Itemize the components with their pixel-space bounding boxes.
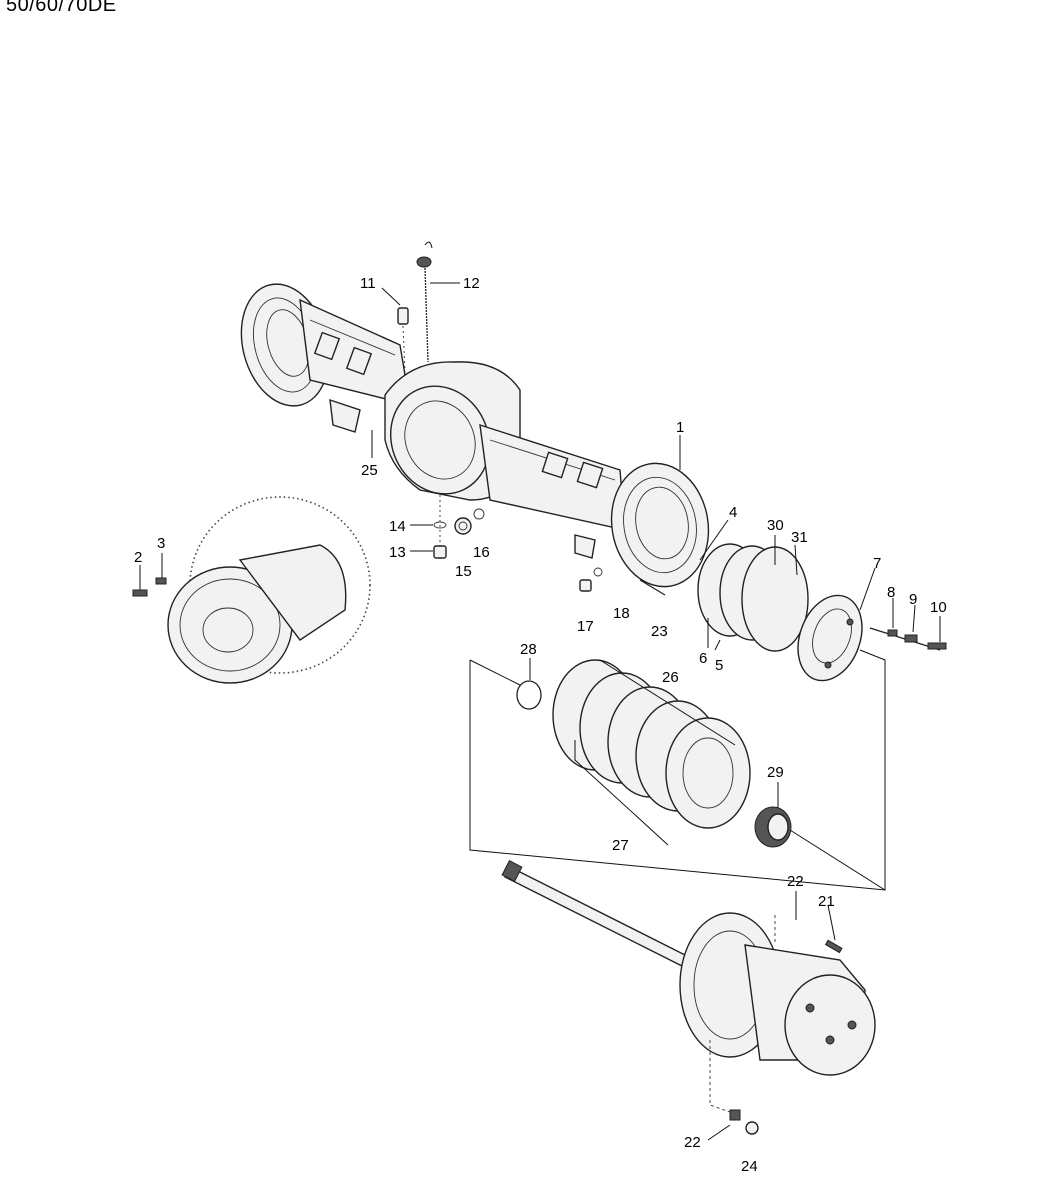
o-ring	[516, 680, 542, 710]
assembly-lines	[469, 649, 886, 1113]
callout-7: 7	[873, 555, 881, 572]
callout-10: 10	[930, 599, 947, 616]
callout-31: 31	[791, 529, 808, 546]
wheel-hub-detail	[132, 496, 371, 684]
callout-5: 5	[715, 657, 723, 674]
callout-22-bottom: 22	[684, 1134, 701, 1151]
breather-plug	[397, 307, 409, 373]
sun-gear	[754, 806, 792, 848]
callout-4: 4	[729, 504, 737, 521]
callout-8: 8	[887, 584, 895, 601]
axle-housing	[240, 283, 710, 588]
callout-29: 29	[767, 764, 784, 781]
callout-15: 15	[455, 563, 472, 580]
callout-14: 14	[389, 518, 406, 535]
callout-24: 24	[741, 1158, 758, 1175]
callout-21: 21	[818, 893, 835, 910]
brake-cover	[797, 594, 947, 682]
callout-2: 2	[134, 549, 142, 566]
callout-18: 18	[613, 605, 630, 622]
callout-12: 12	[463, 275, 480, 292]
callout-3: 3	[157, 535, 165, 552]
callout-27: 27	[612, 837, 629, 854]
callout-labels: 1 2 3 4 5 6 7 8 9 10 11 12 13 14 15 16 1…	[134, 275, 947, 1175]
model-title: 50/60/70DE	[6, 0, 117, 16]
callout-11: 11	[360, 275, 376, 292]
leader-lines	[139, 282, 941, 1141]
brake-disc-stack	[552, 659, 751, 829]
brake-piston-seals	[697, 543, 809, 652]
callout-16: 16	[473, 544, 490, 561]
axle-shaft	[501, 860, 696, 971]
callout-28: 28	[520, 641, 537, 658]
callout-30: 30	[767, 517, 784, 534]
callout-23: 23	[651, 623, 668, 640]
wheel-hub	[679, 912, 876, 1135]
callout-26: 26	[662, 669, 679, 686]
callout-1: 1	[676, 419, 684, 436]
callout-22-top: 22	[787, 873, 804, 890]
callout-13: 13	[389, 544, 406, 561]
callout-25: 25	[361, 462, 378, 479]
drain-plug-set	[433, 495, 666, 596]
callout-6: 6	[699, 650, 707, 667]
callout-9: 9	[909, 591, 917, 608]
callout-17: 17	[577, 618, 594, 635]
dipstick	[416, 241, 433, 363]
